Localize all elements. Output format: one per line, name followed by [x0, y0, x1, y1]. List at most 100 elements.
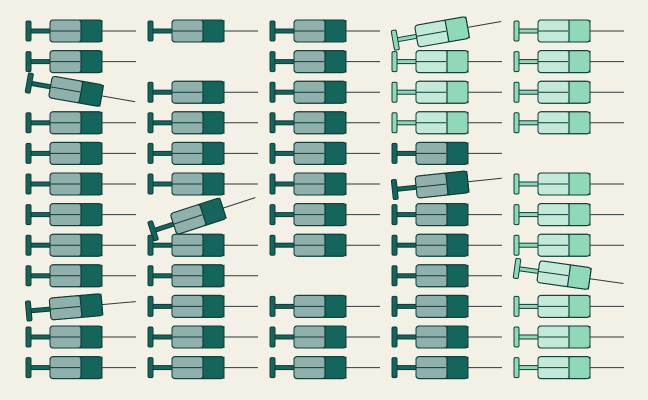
plunger-cap	[391, 265, 398, 287]
plunger-cap	[269, 204, 276, 226]
syringe	[147, 19, 258, 43]
barrel-tip	[587, 267, 592, 290]
syringe	[147, 197, 256, 242]
barrel-tip	[219, 197, 227, 219]
syringe	[391, 325, 502, 349]
plunger-cap	[147, 265, 154, 287]
syringe	[269, 203, 380, 227]
syringe	[25, 111, 136, 135]
syringe	[391, 356, 502, 380]
plunger-cap	[512, 257, 522, 280]
plunger-rod	[395, 365, 419, 371]
plunger-rod	[151, 273, 175, 279]
syringe	[147, 172, 258, 196]
plunger-rod	[151, 89, 175, 95]
syringe	[513, 111, 624, 135]
syringe	[269, 80, 380, 104]
syringe	[269, 233, 380, 257]
plunger-cap	[269, 295, 276, 317]
plunger-rod	[151, 28, 175, 34]
plunger-cap	[25, 173, 32, 195]
syringe	[269, 19, 380, 43]
syringe	[269, 50, 380, 74]
plunger-rod	[29, 273, 53, 279]
syringe	[391, 111, 502, 135]
plunger-cap	[391, 357, 398, 379]
plunger-rod	[273, 120, 297, 126]
plunger-cap	[391, 295, 398, 317]
plunger-rod	[273, 89, 297, 95]
syringe	[391, 80, 502, 104]
plunger-rod	[273, 334, 297, 340]
plunger-rod	[395, 242, 419, 248]
plunger-cap	[269, 81, 276, 103]
plunger-cap	[147, 234, 154, 256]
barrel-tip	[100, 293, 104, 316]
inner-rod	[538, 270, 569, 277]
syringe	[513, 325, 624, 349]
plunger-cap	[147, 326, 154, 348]
plunger-cap	[147, 142, 154, 164]
syringe	[25, 19, 136, 43]
plunger-cap	[391, 142, 398, 164]
plunger-cap	[25, 51, 32, 73]
plunger-cap	[269, 326, 276, 348]
needle	[222, 197, 256, 209]
plunger-rod	[395, 273, 419, 279]
syringe	[391, 141, 502, 165]
syringe-column	[390, 16, 502, 380]
plunger-cap	[513, 204, 520, 226]
syringe	[24, 293, 136, 322]
plunger-rod	[29, 212, 53, 218]
plunger-rod	[29, 242, 53, 248]
syringe	[513, 50, 624, 74]
plunger-cap	[25, 112, 32, 134]
plunger-cap	[269, 173, 276, 195]
syringe	[391, 50, 502, 74]
plunger-rod	[517, 28, 541, 34]
plunger-cap	[25, 265, 32, 287]
syringe	[269, 141, 380, 165]
syringe	[390, 16, 502, 51]
syringe	[147, 294, 258, 318]
plunger-rod	[395, 334, 419, 340]
plunger-rod	[395, 212, 419, 218]
plunger-rod	[517, 334, 541, 340]
plunger-rod	[29, 120, 53, 126]
plunger-rod	[517, 365, 541, 371]
plunger-cap	[147, 173, 154, 195]
syringe-column	[147, 19, 258, 380]
needle	[101, 95, 136, 103]
syringe	[25, 356, 136, 380]
plunger-rod	[517, 212, 541, 218]
inner-rod	[416, 183, 447, 188]
syringe	[147, 264, 258, 288]
plunger-cap	[25, 204, 32, 226]
syringe	[25, 233, 136, 257]
plunger-cap	[391, 112, 398, 134]
plunger-rod	[273, 28, 297, 34]
plunger-cap	[513, 295, 520, 317]
plunger-cap	[24, 72, 34, 94]
plunger-rod	[273, 150, 297, 156]
inner-rod	[50, 305, 81, 310]
plunger-rod	[151, 120, 175, 126]
stopper	[199, 203, 207, 226]
plunger-cap	[513, 112, 520, 134]
syringe	[25, 264, 136, 288]
plunger-rod	[517, 120, 541, 126]
syringe	[25, 172, 136, 196]
plunger-cap	[147, 295, 154, 317]
syringe	[269, 111, 380, 135]
barrel-tip	[465, 16, 471, 39]
needle	[467, 177, 502, 183]
plunger-rod	[151, 150, 175, 156]
plunger-rod	[29, 150, 53, 156]
plunger-cap	[24, 300, 33, 322]
syringe	[513, 294, 624, 318]
plunger-rod	[517, 303, 541, 309]
plunger-rod	[151, 365, 175, 371]
stopper	[445, 172, 449, 196]
plunger-rod	[395, 120, 419, 126]
